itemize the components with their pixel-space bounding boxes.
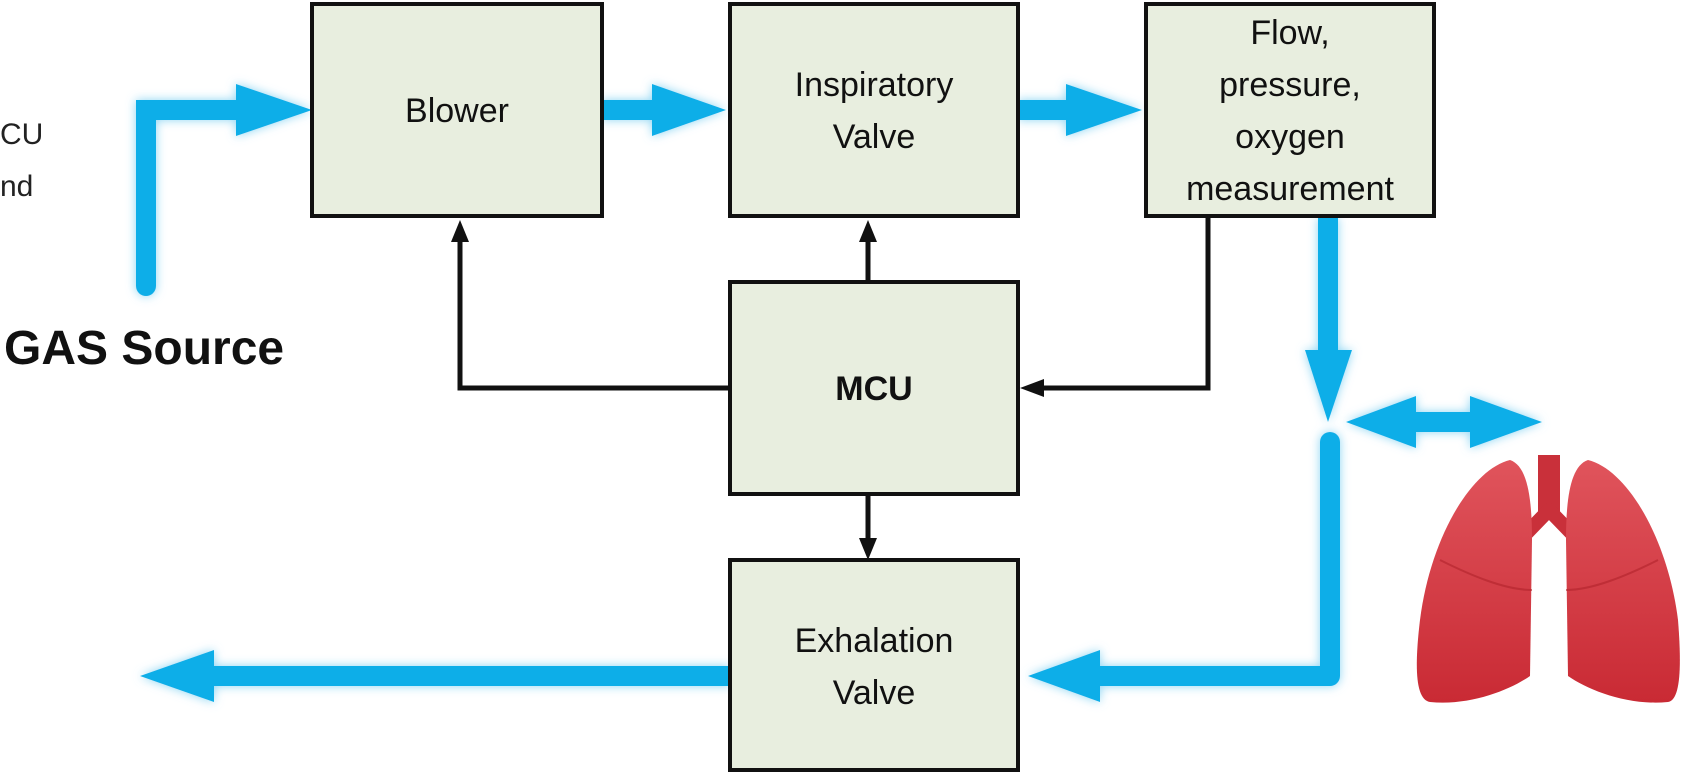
flow-exhaust <box>140 650 730 702</box>
gas-flow-paths <box>136 84 1542 702</box>
mcu-label: MCU <box>835 370 912 408</box>
measurement-label-line-3: oxygen <box>1235 118 1345 156</box>
control-lines <box>451 218 1211 560</box>
measurement-label-line-2: pressure, <box>1219 66 1361 104</box>
arrowhead-exhalation <box>859 538 877 560</box>
clipped-label-line-1: CU <box>0 118 43 151</box>
lungs-icon <box>1416 455 1680 703</box>
flow-blower-to-inspiratory <box>602 84 726 136</box>
measurement-label-line-1: Flow, <box>1250 14 1329 52</box>
flow-return-to-exhalation <box>1028 432 1340 702</box>
flow-patient-bidirectional <box>1346 396 1542 448</box>
signal-mcu-to-blower <box>457 240 730 391</box>
flow-inspiratory-to-measurement <box>1018 84 1142 136</box>
block-measurement: Flow, pressure, oxygen measurement <box>1144 2 1436 218</box>
flow-measurement-down <box>1305 218 1352 422</box>
clipped-label-line-2: nd <box>0 170 33 203</box>
exhalation-valve-label-line-2: Valve <box>833 674 916 712</box>
arrowhead-mcu <box>1020 379 1044 397</box>
arrowhead-blower <box>451 220 469 242</box>
inspiratory-valve-label-line-1: Inspiratory <box>795 66 954 104</box>
inspiratory-valve-label-line-2: Valve <box>833 118 916 156</box>
block-inspiratory-valve: Inspiratory Valve <box>728 2 1020 218</box>
block-mcu: MCU <box>728 280 1020 496</box>
exhalation-valve-label-line-1: Exhalation <box>795 622 954 660</box>
measurement-label-line-4: measurement <box>1186 170 1394 208</box>
block-exhalation-valve: Exhalation Valve <box>728 558 1020 772</box>
block-blower: Blower <box>310 2 604 218</box>
arrowhead-inspiratory <box>859 220 877 242</box>
signal-measurement-to-mcu <box>1042 218 1211 391</box>
blower-label: Blower <box>405 92 509 130</box>
flow-source-to-blower <box>136 84 312 296</box>
gas-source-label: GAS Source <box>4 322 284 375</box>
